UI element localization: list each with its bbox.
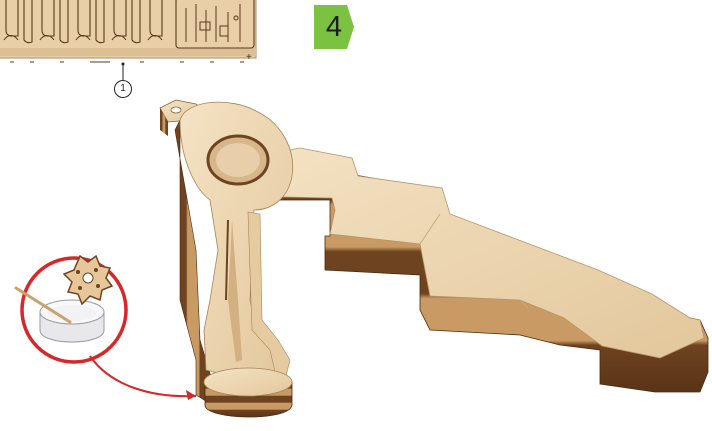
part-callout-number: 1 [113,80,133,98]
base-disc-part [204,368,292,417]
step-number: 4 [318,9,350,45]
part-sheet-fragment: + [0,0,256,63]
svg-text:+: + [246,52,252,63]
zigzag-arm-part [235,148,708,392]
step-badge: 4 [314,5,355,49]
glue-detail-callout [16,256,126,362]
red-arrow-icon [90,356,196,400]
connecting-rod-part [160,100,293,405]
